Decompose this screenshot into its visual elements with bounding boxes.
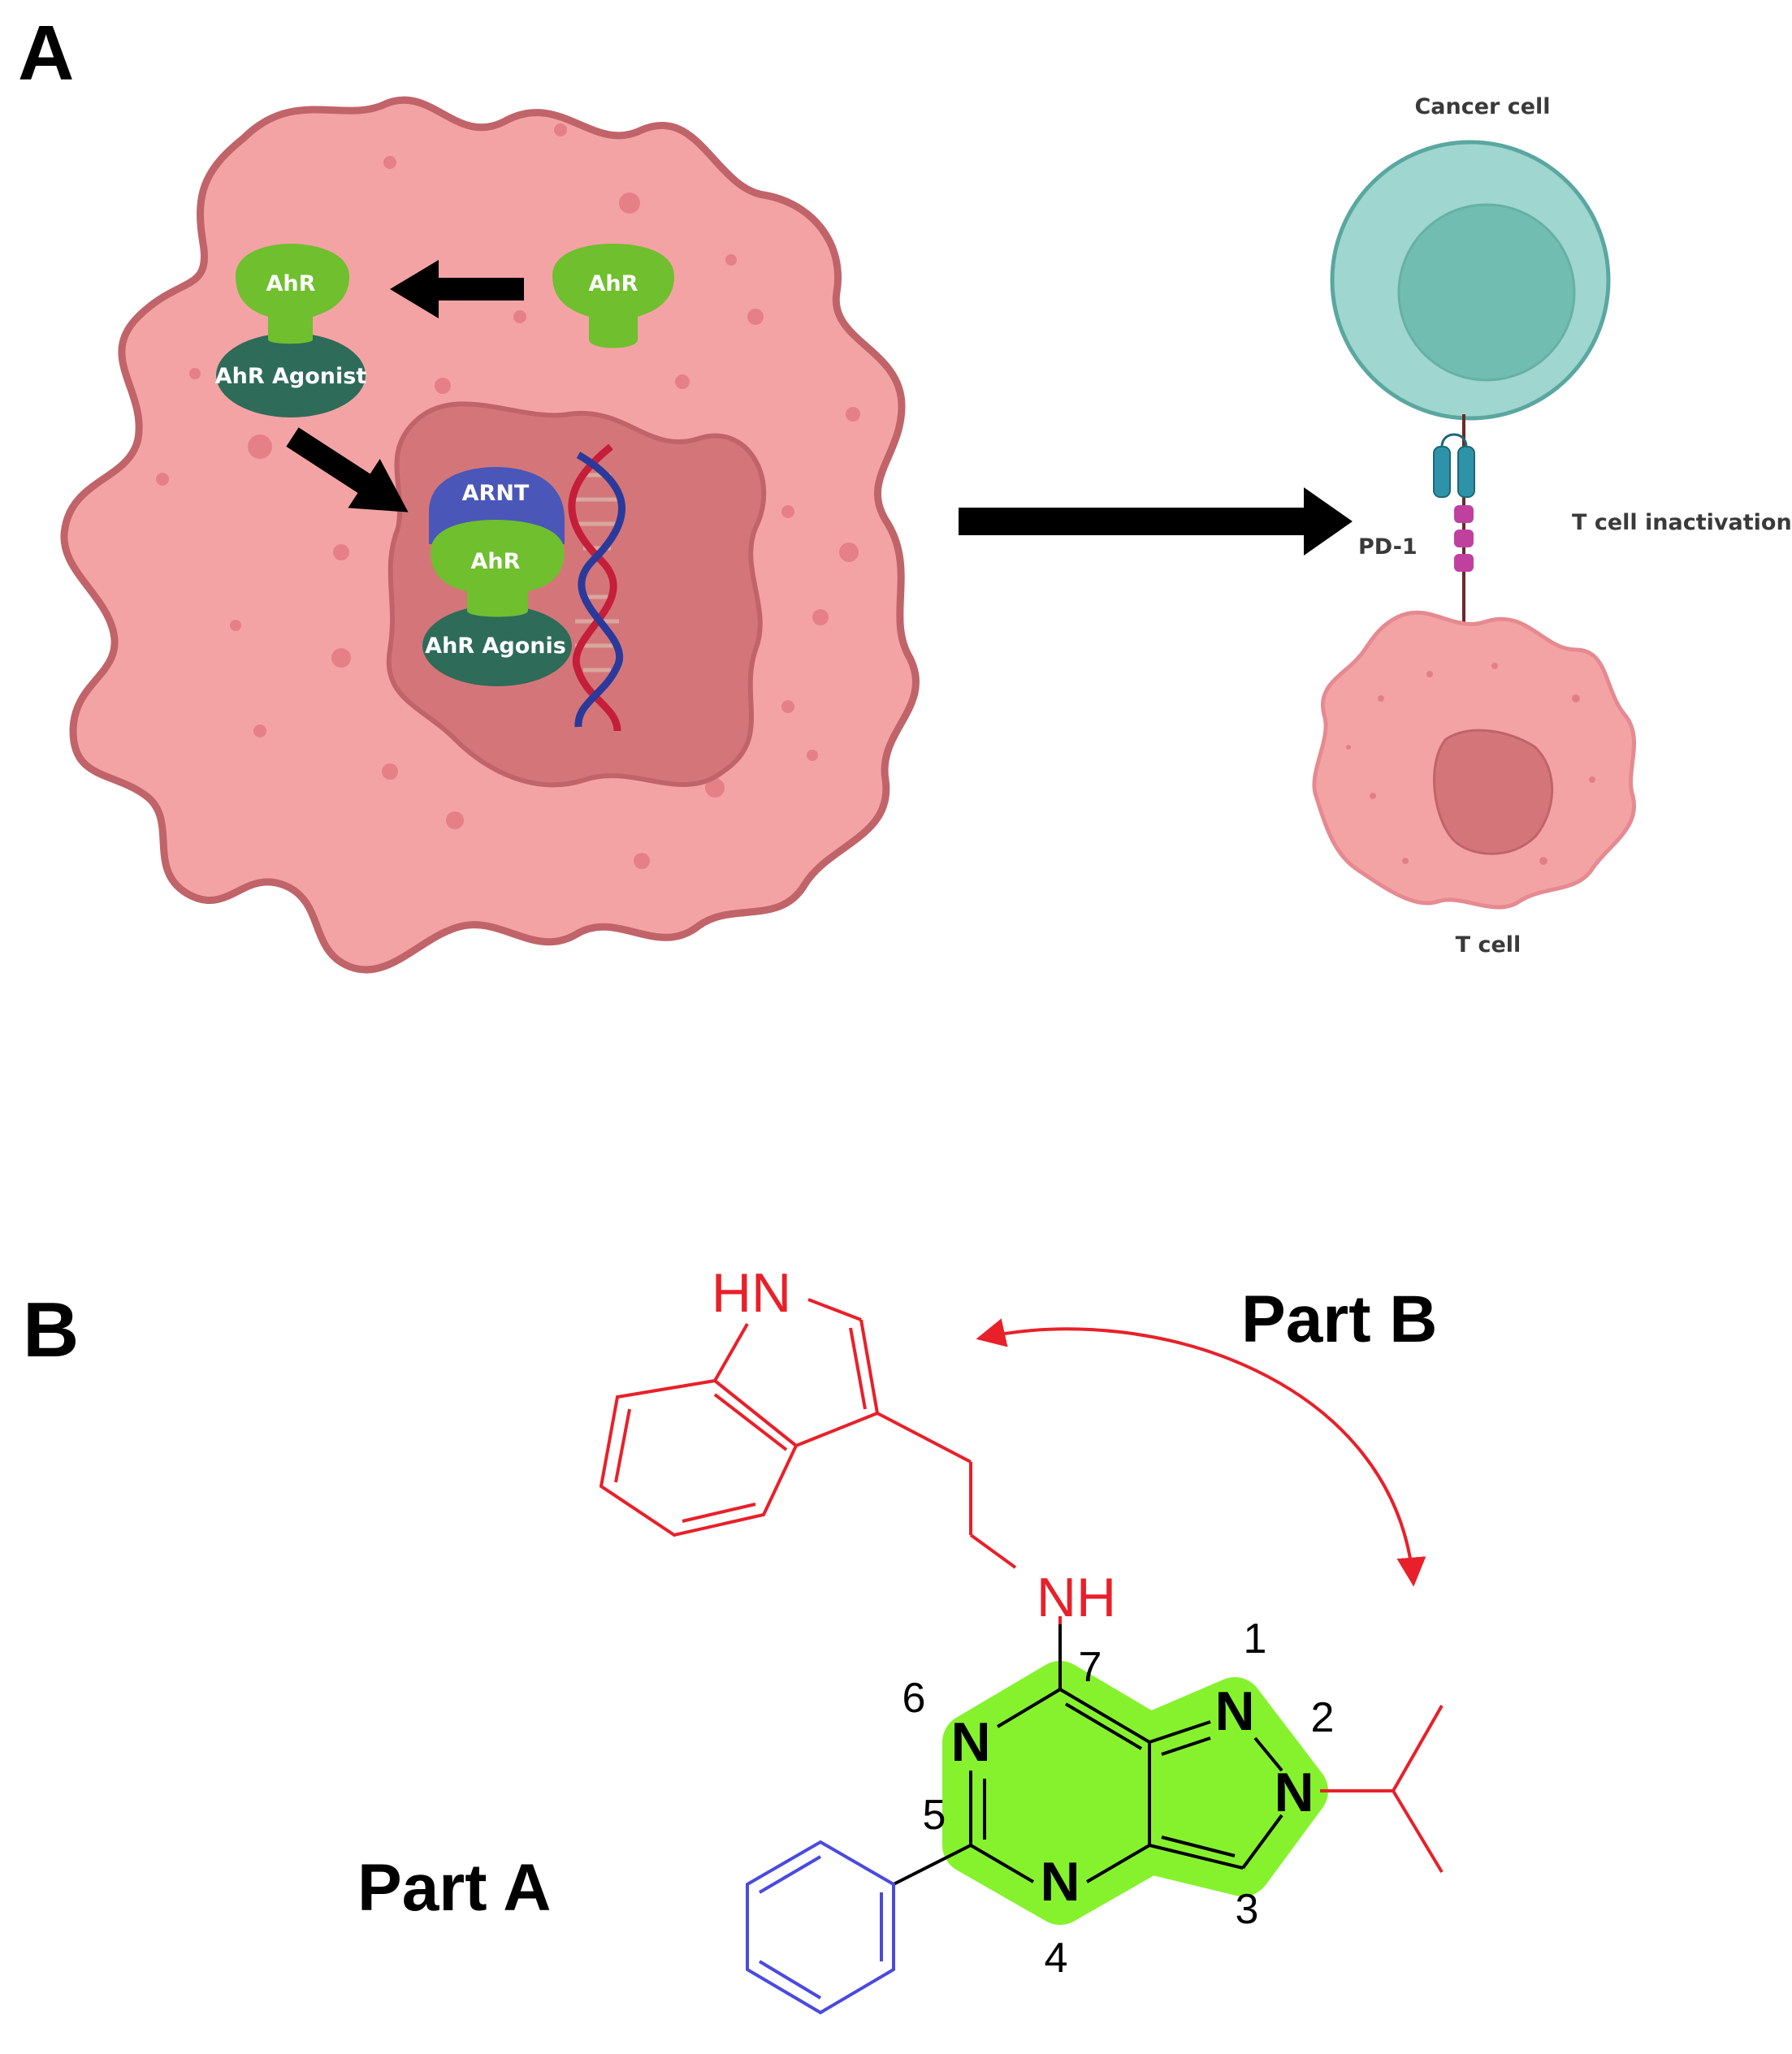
cytoplasm-dots [156, 123, 860, 869]
part-b-label: Part B [1241, 1282, 1438, 1356]
locant-4: 4 [1045, 1935, 1068, 1982]
atom-nh: NH [1037, 1567, 1116, 1628]
part-b-double-arrow [976, 1318, 1426, 1587]
cancer-cell: Cancer cell [1330, 94, 1611, 421]
dna-helix [568, 443, 625, 732]
nuclear-ahr-label: AhR [471, 549, 521, 574]
t-cell-label: T cell [1456, 932, 1521, 958]
panel-b-letter: B [23, 1286, 79, 1373]
translocation-arrow [286, 427, 409, 512]
ahr-label: AhR [266, 271, 316, 296]
inactivation-label: T cell inactivation [1572, 510, 1792, 535]
ahr-arnt-complex-nucleus: ARNT AhR AhR Agonis [422, 467, 572, 686]
locant-5: 5 [923, 1792, 946, 1839]
atom-n6: N [950, 1711, 990, 1773]
isopropyl-group [1320, 1705, 1444, 1874]
long-arrow [959, 487, 1353, 556]
atom-n4: N [1040, 1851, 1080, 1913]
nuclear-ahr-shape [431, 520, 565, 617]
locant-7: 7 [1079, 1644, 1102, 1691]
indole-ethylamine [599, 1298, 1062, 1624]
nuclear-agonist-label: AhR Agonis [425, 633, 566, 659]
nucleus [386, 401, 767, 788]
locant-6: 6 [902, 1675, 926, 1722]
t-cell: T cell [1312, 610, 1637, 958]
ahr-agonist-complex-cytoplasm: AhR AhR Agonist [215, 244, 367, 417]
nuclear-agonist-shape [422, 605, 572, 686]
cancer-cell-label: Cancer cell [1414, 94, 1550, 119]
part-a-label: Part A [357, 1851, 551, 1925]
panel-a-letter: A [18, 10, 74, 97]
phenyl-ring [746, 1840, 895, 2015]
agonist-shape [216, 333, 366, 417]
locant-1: 1 [1244, 1615, 1267, 1663]
pd1-interaction: PD-1 T cell inactivation [1358, 414, 1792, 650]
arnt-label: ARNT [462, 481, 530, 506]
free-ahr-label: AhR [589, 271, 638, 296]
core-bonds [893, 1624, 1283, 1886]
atom-hn: HN [712, 1262, 791, 1324]
agonist-label: AhR Agonist [215, 364, 367, 389]
pd1-label: PD-1 [1358, 534, 1418, 560]
atom-n1: N [1214, 1680, 1254, 1742]
locant-2: 2 [1311, 1694, 1335, 1741]
binding-arrow [390, 260, 524, 318]
atom-n2: N [1274, 1762, 1314, 1823]
ahr-shape [236, 244, 349, 344]
free-ahr: AhR [552, 244, 674, 348]
locant-3: 3 [1236, 1886, 1259, 1933]
